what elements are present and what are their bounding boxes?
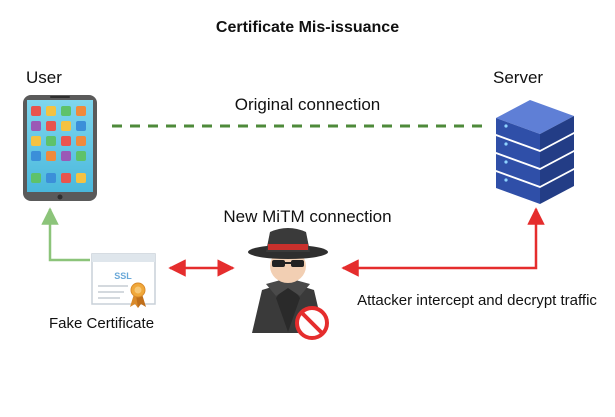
certificate-icon: SSL <box>91 253 156 308</box>
attacker-server-arrow <box>341 207 545 277</box>
ssl-badge-text: SSL <box>114 271 132 281</box>
diagram-title: Certificate Mis-issuance <box>215 19 400 36</box>
user-certificate-arrow <box>41 207 90 262</box>
server-icon <box>496 100 574 204</box>
attacker-label: Attacker intercept and decrypt traffic <box>357 292 597 309</box>
fake-certificate-label: Fake Certificate <box>49 315 155 332</box>
user-label: User <box>26 68 62 87</box>
phone-icon <box>23 95 97 201</box>
no-entry-icon <box>295 306 329 340</box>
original-connection-label: Original connection <box>234 95 381 114</box>
server-label: Server <box>493 68 544 87</box>
